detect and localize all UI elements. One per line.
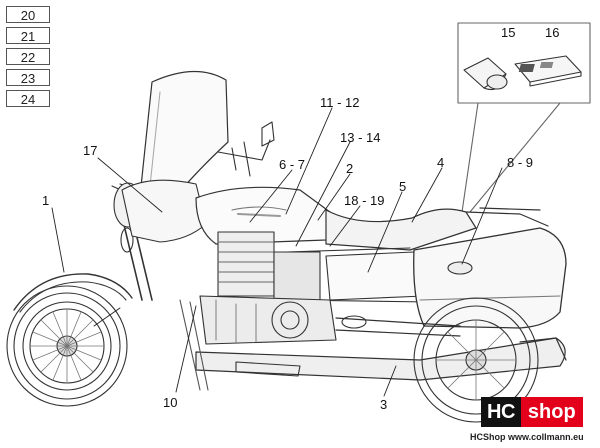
callout-1: 1 <box>42 193 50 208</box>
callout-4: 4 <box>437 155 445 170</box>
hcshop-logo: HC shop <box>481 397 583 427</box>
exhaust-drawing <box>195 337 566 381</box>
callout-10: 10 <box>163 395 178 410</box>
callout-11-12: 11 - 12 <box>320 95 360 110</box>
callout-17: 17 <box>83 143 98 158</box>
side-cover-drawing <box>325 251 425 301</box>
footer-url: HCShop www.collmann.eu <box>470 432 584 442</box>
callout-2: 2 <box>346 161 354 176</box>
reference-box-23: 23 <box>6 69 50 86</box>
logo-hc-text: HC <box>481 397 521 427</box>
reference-box-20: 20 <box>6 6 50 23</box>
callout-8-9: 8 - 9 <box>507 155 534 170</box>
pouch-drawing <box>463 57 508 91</box>
reference-box-22: 22 <box>6 48 50 65</box>
engine-drawing <box>199 231 337 345</box>
callout-13-14: 13 - 14 <box>340 130 381 145</box>
reference-box-21: 21 <box>6 27 50 44</box>
manual-drawing <box>514 55 582 87</box>
rear-wheel-drawing <box>413 297 539 423</box>
saddlebag-drawing <box>413 227 567 329</box>
inset-pointer <box>461 102 561 213</box>
callout-16: 16 <box>545 25 560 40</box>
callout-5: 5 <box>399 179 407 194</box>
callout-18-19: 18 - 19 <box>344 193 385 208</box>
logo-shop-text: shop <box>520 397 583 427</box>
callout-15: 15 <box>501 25 516 40</box>
front-wheel-drawing <box>6 273 133 407</box>
callout-6-7: 6 - 7 <box>279 157 306 172</box>
reference-box-24: 24 <box>6 90 50 107</box>
leader-lines <box>51 107 503 397</box>
accessory-inset-frame <box>457 22 591 104</box>
callout-3: 3 <box>380 397 388 412</box>
windscreen-drawing <box>139 70 229 197</box>
